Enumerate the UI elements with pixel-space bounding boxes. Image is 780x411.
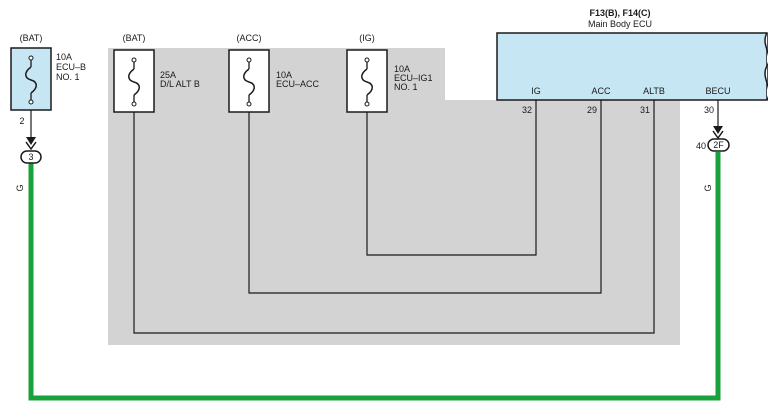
fuse-1-name-2: NO. 1 [56, 72, 80, 82]
fuse-4-source: (IG) [359, 33, 375, 43]
fuse-icon [361, 57, 373, 107]
junction-2f: 40 2F [696, 138, 730, 152]
fuse-3-name: ECU–ACC [276, 79, 320, 89]
fuse-ecu-b-no1: (BAT) 10A ECU–B NO. 1 [10, 33, 86, 111]
fuse-3-source: (ACC) [237, 33, 262, 43]
ecu-connector-label: F13(B), F14(C) [589, 8, 650, 18]
fuse-1-amp: 10A [56, 52, 72, 62]
fuse-2-source: (BAT) [123, 33, 146, 43]
wire-acc [248, 100, 602, 294]
junction-2f-pin: 40 [696, 141, 706, 151]
left-wire-color-label: G [15, 184, 25, 191]
junction-3-label: 3 [28, 152, 33, 162]
ecu-terminal-becu: BECU [705, 86, 730, 96]
fuse-2-name: D/L ALT B [160, 79, 200, 89]
ecu-terminal-altb: ALTB [643, 86, 665, 96]
fuse-1-name: ECU–B [56, 62, 86, 72]
becu-arrow-icon [713, 126, 723, 134]
junction-3: 3 [20, 150, 42, 164]
fuse-4-name: ECU–IG1 [394, 73, 433, 83]
fuse-4-amp: 10A [394, 64, 410, 74]
ecu-terminal-acc: ACC [591, 86, 611, 96]
fuse-3-amp: 10A [276, 70, 292, 80]
right-wire-color-label: G [703, 184, 713, 191]
fuse-ecu-ig1-no1: (IG) 10A ECU–IG1 NO. 1 [346, 33, 433, 113]
ecu-pin-32: 32 [522, 105, 532, 115]
fuse-1-pin: 2 [19, 116, 24, 126]
fuse-ecu-acc: (ACC) 10A ECU–ACC [228, 33, 320, 113]
wire-ig [366, 100, 537, 256]
ecu-pin-31: 31 [640, 105, 650, 115]
ecu-terminal-ig: IG [531, 86, 541, 96]
fuse-dl-alt-b: (BAT) 25A D/L ALT B [113, 33, 200, 113]
junction-2f-label: 2F [713, 140, 724, 150]
fuse-2-amp: 25A [160, 70, 176, 80]
shaded-relay-block [108, 48, 680, 345]
fuse-4-name-2: NO. 1 [394, 82, 418, 92]
ecu-pin-29: 29 [587, 105, 597, 115]
wire-green-g [28, 152, 721, 401]
ecu-pin-30: 30 [704, 105, 714, 115]
wire-altb [133, 100, 655, 334]
fuse-1-source: (BAT) [20, 33, 43, 43]
fuse-icon [243, 57, 255, 107]
ecu-name-label: Main Body ECU [588, 19, 652, 29]
fuse-icon [128, 57, 140, 107]
ecu-b-arrow-icon [26, 137, 36, 145]
fuse-icon [25, 55, 37, 105]
